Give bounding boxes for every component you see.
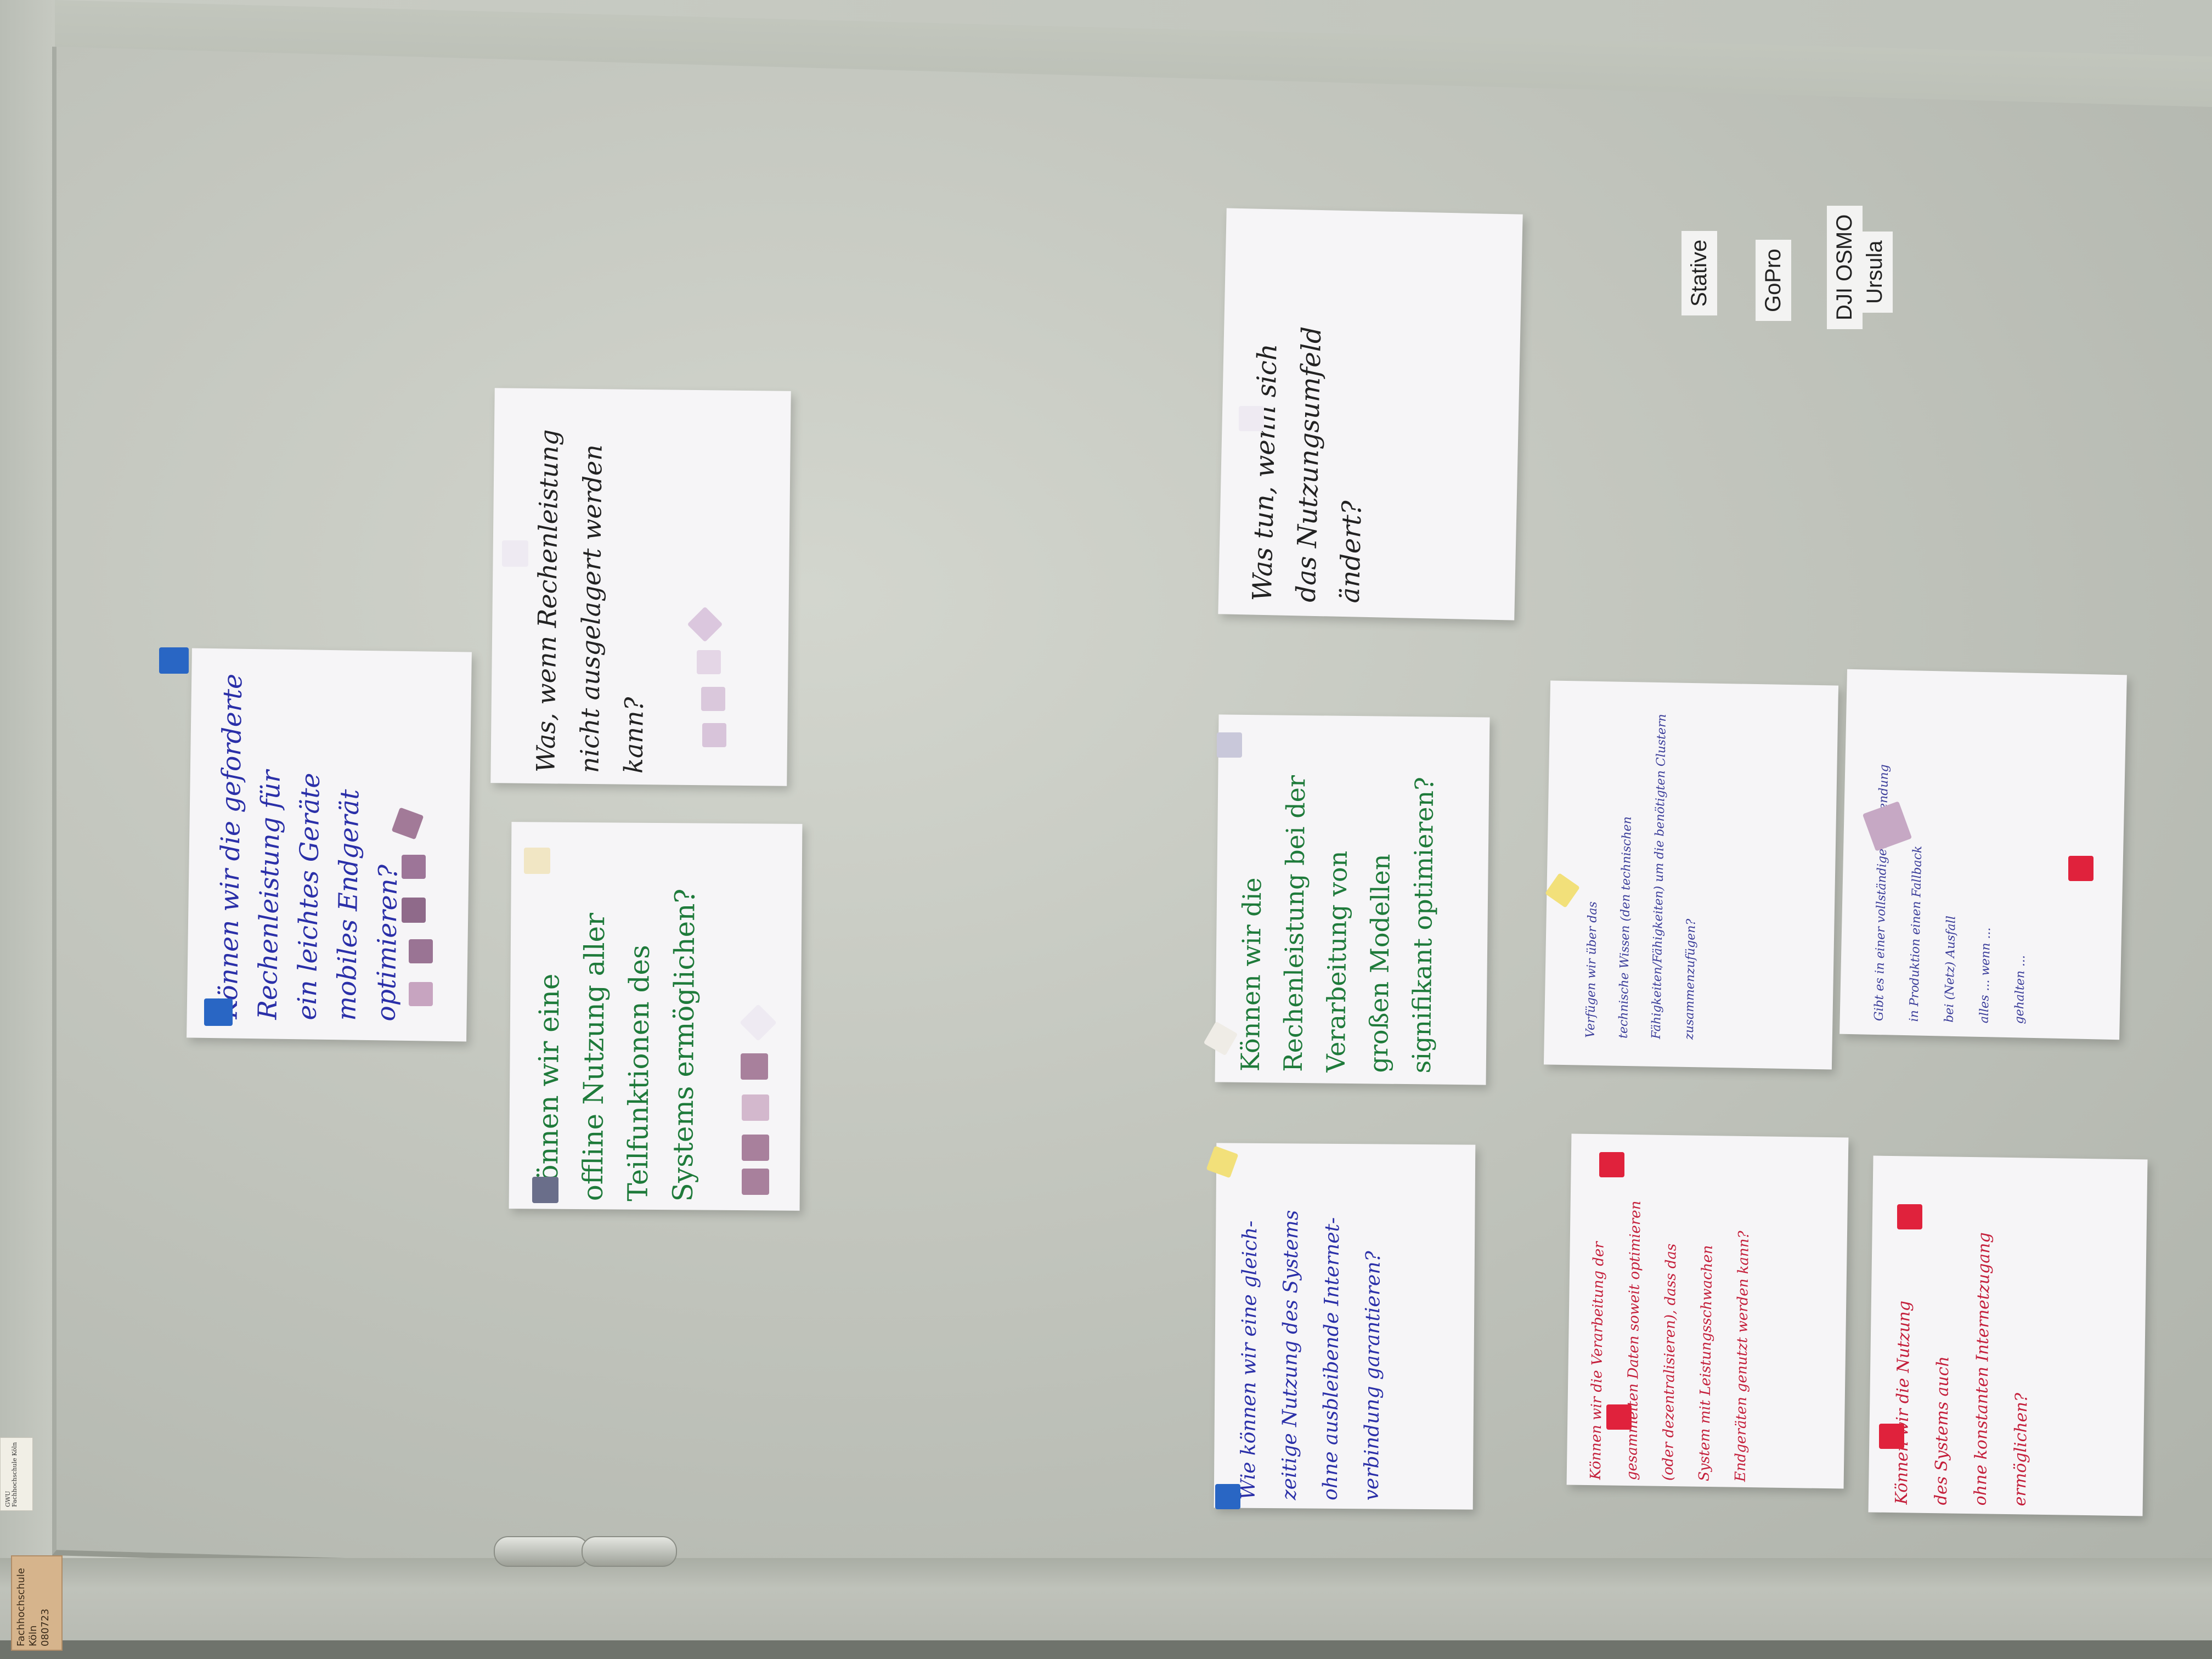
vote-dot [742, 1094, 769, 1121]
idea-card-9-text: Gibt es in einer vollständigen Anwendung… [1872, 764, 2028, 1024]
vote-dot [524, 848, 550, 874]
idea-card-8-text: Können wir die Verarbeitung der gesammel… [1587, 1200, 1753, 1482]
vote-dot [741, 1053, 768, 1080]
door-hinge-left [494, 1536, 589, 1567]
idea-card-7[interactable]: Verfügen wir über das technische Wissen … [1543, 680, 1839, 1070]
idea-card-7-text: Verfügen wir über das technische Wissen … [1583, 714, 1699, 1040]
vote-dot [409, 939, 433, 963]
blue-marker-dot [204, 998, 233, 1026]
vote-dot [1606, 1404, 1632, 1430]
idea-card-8[interactable]: Können wir die Verarbeitung der gesammel… [1566, 1133, 1849, 1489]
vote-dot [402, 855, 426, 879]
vote-dot [1239, 406, 1264, 431]
idea-card-5-text: Können wir die Rechenleistung bei der Ve… [1235, 775, 1440, 1074]
label-stative: Stative [1681, 230, 1717, 315]
idea-card-3-text: Können wir eine offline Nutzung aller Te… [532, 888, 701, 1202]
blue-marker-dot [159, 647, 189, 674]
vote-dot [742, 1169, 769, 1195]
label-ursula: Ursula [1857, 232, 1893, 313]
idea-card-2[interactable]: Was, wenn Rechenleistung nicht ausgelage… [490, 388, 791, 786]
gwu-sticker: GWU Fachhochschule Köln [0, 1437, 33, 1511]
vote-dot [402, 898, 426, 923]
vote-dot [742, 1135, 769, 1161]
vote-dot [1879, 1424, 1904, 1449]
idea-card-2-text: Was, wenn Rechenleistung nicht ausgelage… [531, 429, 649, 774]
idea-card-5[interactable]: Können wir die Rechenleistung bei der Ve… [1215, 714, 1490, 1085]
inventory-label: Fachhochschule Köln 080723 [11, 1555, 63, 1651]
vote-dot [702, 723, 726, 747]
vote-dot [1897, 1204, 1922, 1229]
idea-card-6-text: Wie können wir eine gleich- zeitige Nutz… [1237, 1210, 1385, 1501]
idea-card-6[interactable]: Wie können wir eine gleich- zeitige Nutz… [1214, 1143, 1476, 1510]
label-gopro: GoPro [1756, 240, 1791, 321]
inventory-label-text: Fachhochschule Köln 080723 [15, 1568, 51, 1646]
vote-dot [2068, 856, 2094, 881]
vote-dot [697, 650, 721, 674]
vote-dot [1599, 1152, 1624, 1177]
vote-dot [701, 687, 725, 711]
idea-card-1-text: Können wir die geforderte Rechenleistung… [213, 673, 404, 1022]
vote-dot [532, 1177, 558, 1203]
vote-dot [1217, 732, 1242, 758]
blue-marker-dot [1215, 1484, 1240, 1509]
vote-dot [409, 982, 433, 1006]
vote-dot [502, 540, 528, 567]
floor-edge [0, 1640, 2212, 1659]
door-hinge-right [582, 1536, 677, 1567]
idea-card-9[interactable]: Gibt es in einer vollständigen Anwendung… [1839, 669, 2127, 1040]
